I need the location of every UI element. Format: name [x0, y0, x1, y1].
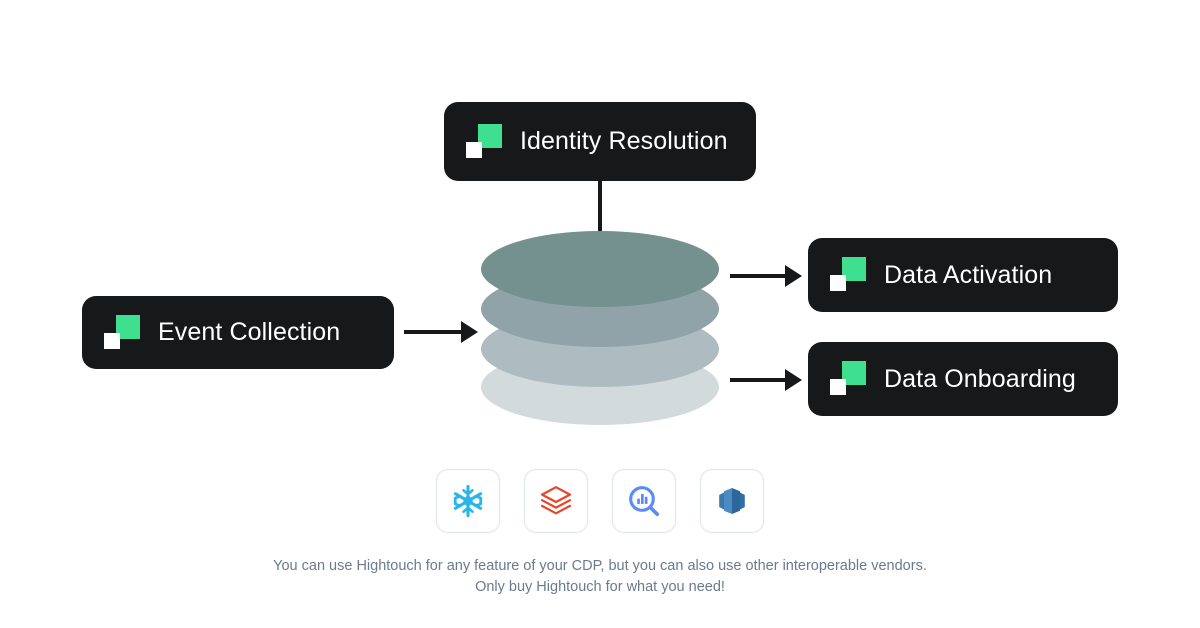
databricks-icon	[540, 486, 572, 515]
vendor-tile-snowflake[interactable]	[436, 469, 500, 533]
node-data-activation-label: Data Activation	[884, 260, 1053, 289]
caption-line-1: You can use Hightouch for any feature of…	[273, 558, 927, 574]
hightouch-mark-icon	[104, 313, 144, 353]
node-data-activation[interactable]: Data Activation	[808, 238, 1118, 312]
vendor-tile-bigquery[interactable]	[612, 469, 676, 533]
hightouch-mark-white-square	[104, 332, 120, 349]
arrow-store-to-data-onboarding	[730, 369, 802, 391]
node-identity-resolution-label: Identity Resolution	[520, 127, 728, 155]
hightouch-mark-icon	[830, 359, 870, 399]
vendor-logo-row	[436, 469, 764, 533]
diagram-caption: You can use Hightouch for any feature of…	[0, 556, 1200, 598]
bigquery-icon	[629, 486, 660, 517]
snowflake-icon	[453, 484, 483, 518]
caption-line-2: Only buy Hightouch for what you need!	[475, 579, 725, 595]
hightouch-mark-green-square	[842, 361, 866, 385]
hightouch-mark-white-square	[830, 379, 846, 395]
arrow-shaft	[404, 330, 462, 334]
hightouch-mark-green-square	[116, 314, 140, 339]
hightouch-mark-white-square	[830, 275, 846, 291]
node-identity-resolution[interactable]: Identity Resolution	[444, 102, 756, 181]
node-data-onboarding-label: Data Onboarding	[884, 364, 1076, 393]
node-data-onboarding[interactable]: Data Onboarding	[808, 342, 1118, 416]
connector-identity-to-store	[598, 181, 602, 245]
node-event-collection-label: Event Collection	[158, 318, 341, 346]
arrow-event-collection-to-store	[404, 321, 478, 343]
hightouch-mark-icon	[466, 122, 506, 162]
hightouch-mark-green-square	[478, 123, 502, 148]
hightouch-mark-white-square	[466, 141, 482, 158]
vendor-tile-redshift[interactable]	[700, 469, 764, 533]
vendor-tile-databricks[interactable]	[524, 469, 588, 533]
redshift-icon	[719, 488, 745, 514]
hightouch-mark-green-square	[842, 257, 866, 281]
arrow-store-to-data-activation	[730, 265, 802, 287]
hightouch-mark-icon	[830, 255, 870, 295]
arrow-head	[785, 369, 802, 391]
arrow-head	[785, 265, 802, 287]
node-event-collection[interactable]: Event Collection	[82, 296, 394, 369]
arrow-shaft	[730, 274, 786, 278]
arrow-shaft	[730, 378, 786, 382]
data-store-layer-1	[481, 231, 719, 307]
arrow-head	[461, 321, 478, 343]
data-warehouse-stack	[481, 231, 719, 425]
